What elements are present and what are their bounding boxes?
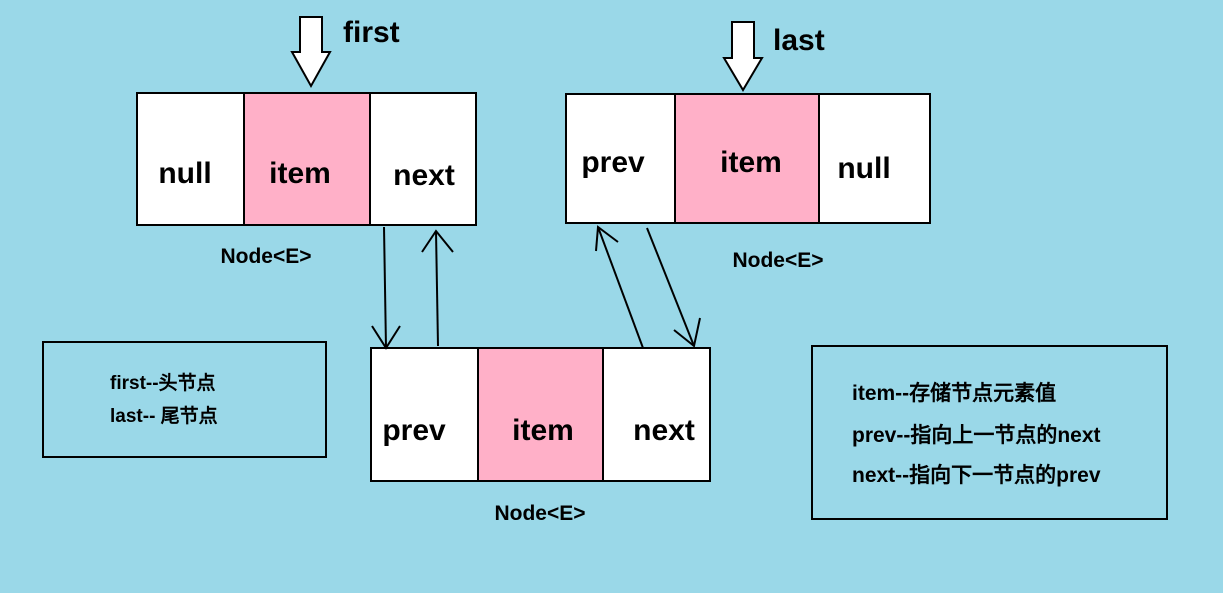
legend-right-box [811,345,1168,520]
legend-left-box [42,341,327,458]
legend-right-line-1: item--存储节点元素值 [852,381,1056,405]
middle-node: prev item next Node<E> [370,347,711,525]
last-pointer-label: last [773,24,825,57]
tail-node-prev-label: prev [581,146,645,179]
middle-node-next-label: next [633,414,695,447]
head-node-next-label: next [393,159,455,192]
head-next-to-middle-prev-arrow [371,226,401,350]
legend-right-line-3: next--指向下一节点的prev [852,463,1101,487]
legend-right-line-2: prev--指向上一节点的next [852,423,1101,447]
middle-prev-to-head-next-arrow [421,229,454,347]
head-node-cell-null [136,92,245,226]
tail-node-null-label: null [837,152,890,185]
head-node-null-label: null [158,157,211,190]
tail-node: prev item null Node<E> [565,93,931,272]
middle-node-cell-next [602,347,711,482]
head-node-caption: Node<E> [220,245,311,268]
legend-left: first--头节点 last-- 尾节点 [42,341,327,458]
tail-node-cell-null [818,93,931,224]
middle-next-to-tail-prev-arrow [595,225,644,349]
middle-node-prev-label: prev [382,414,446,447]
tail-node-cell-item [674,93,820,224]
middle-node-caption: Node<E> [494,502,585,525]
connectors [371,225,701,350]
legend-left-line-2: last-- 尾节点 [110,405,218,427]
head-node-item-label: item [269,157,331,190]
tail-node-item-label: item [720,146,782,179]
tail-prev-to-middle-next-arrow [646,227,701,348]
middle-node-item-label: item [512,414,574,447]
first-pointer-label: first [343,16,400,49]
middle-node-cell-item [477,347,604,482]
head-node-cell-item [243,92,371,226]
legend-left-line-1: first--头节点 [110,372,216,394]
first-pointer: first [290,16,400,89]
legend-right: item--存储节点元素值 prev--指向上一节点的next next--指向… [811,345,1168,520]
middle-node-cell-prev [370,347,479,482]
first-down-arrow-icon [290,16,332,89]
last-down-arrow-icon [722,21,764,92]
last-pointer: last [722,21,825,92]
head-node-cell-next [369,92,477,226]
tail-node-caption: Node<E> [732,249,823,272]
head-node: null item next Node<E> [136,92,477,268]
